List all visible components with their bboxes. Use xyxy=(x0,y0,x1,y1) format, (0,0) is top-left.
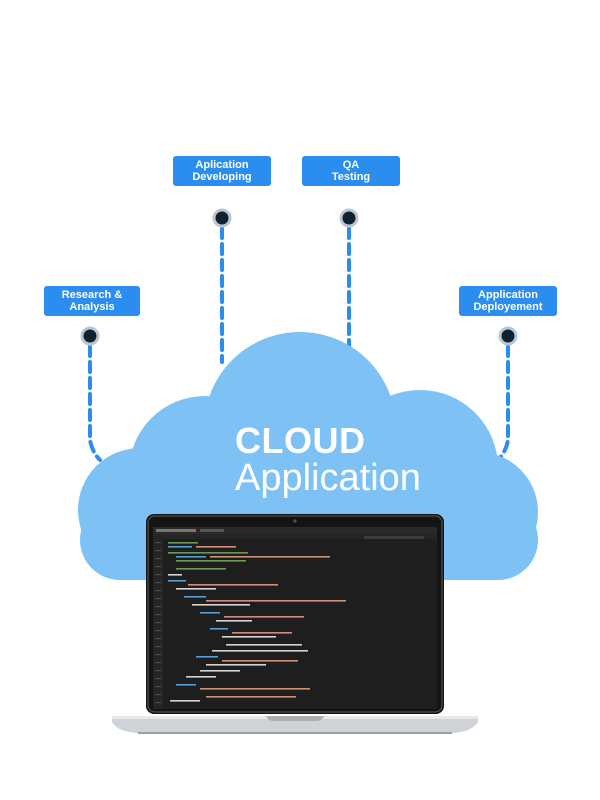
step-qa-testing-tag: QA Testing xyxy=(302,156,400,186)
connector-line-deployment xyxy=(496,344,510,462)
step-research-line2: Analysis xyxy=(69,301,115,313)
laptop-illustration xyxy=(112,514,478,734)
connector-line-research xyxy=(88,344,102,462)
connector-node-icon xyxy=(80,208,518,346)
step-deployment-line2: Deployement xyxy=(473,301,543,313)
step-research-line1: Research & xyxy=(61,289,123,301)
step-qa-line2: Testing xyxy=(331,171,371,183)
code-editor-screen xyxy=(153,527,437,709)
step-developing-line2: Developing xyxy=(192,171,252,183)
cloud-title: CLOUD xyxy=(235,420,366,461)
cloud-subtitle: Application xyxy=(235,457,421,499)
step-application-deployment-tag: Application Deployement xyxy=(459,286,557,316)
step-deployment-line1: Application xyxy=(478,289,538,301)
step-application-developing-tag: Aplication Developing xyxy=(173,156,271,186)
step-developing-line1: Aplication xyxy=(195,159,249,171)
step-qa-line1: QA xyxy=(342,159,360,171)
step-research-analysis-tag: Research & Analysis xyxy=(44,286,140,316)
